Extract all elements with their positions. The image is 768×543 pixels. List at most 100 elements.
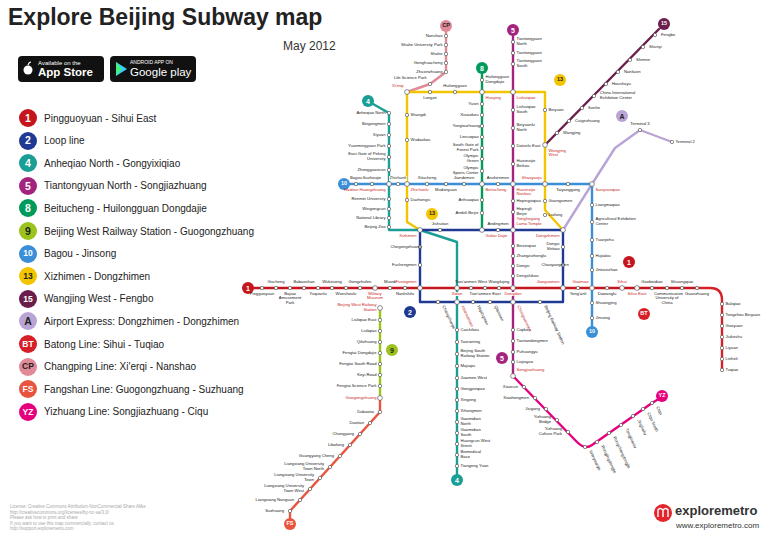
station-dot (455, 431, 458, 434)
station-dot (387, 155, 390, 158)
station-label: Gucheng (268, 280, 285, 285)
station-label: Shuangqiao (671, 280, 693, 285)
station-label: Fuchengmen (392, 263, 416, 268)
station-label: Huangcun West Street (461, 439, 491, 448)
station-dot (580, 106, 583, 109)
line-badge: 9 (386, 344, 398, 356)
station-label: Xiaocun (503, 385, 518, 390)
station-dot (544, 407, 547, 410)
station-label: Zhangzizhonglu (517, 254, 543, 259)
station-label: Gulou Dajie (486, 234, 508, 239)
station-label: Xiyuan (373, 133, 386, 138)
station-label: Dawanglu (598, 292, 617, 297)
station-dot (480, 182, 485, 187)
line-badge: 8 (476, 62, 488, 74)
station-label: Hujialou (596, 254, 611, 259)
station-label: Xi'erqi (392, 84, 404, 89)
fangshan-line (290, 398, 380, 518)
station-dot (543, 213, 546, 216)
station-label: Lincuiqiao (460, 135, 479, 140)
station-label: Beijing West Railway Station (335, 303, 377, 312)
line-badge: 4 (451, 474, 463, 486)
station-dot (511, 108, 514, 111)
station-dot (511, 300, 516, 305)
station-label: Tiantongyuan (517, 51, 542, 56)
station-label: Shaoyaoju (522, 176, 542, 181)
station-label: Wanyuanjie (588, 450, 601, 472)
line-badge: 5 (507, 24, 519, 36)
station-label: Datunlu East (517, 144, 541, 149)
station-dot (561, 263, 564, 266)
station-dot (561, 245, 564, 248)
logo-mark (658, 509, 668, 518)
station-dot (511, 264, 514, 267)
station-label: Chaoyangmen (542, 263, 560, 268)
station-dot (511, 254, 514, 257)
legend-text: Anheqiao North - Gongyixiqiao (44, 158, 180, 169)
station-dot (378, 340, 381, 343)
line-badge: 1 (623, 256, 635, 268)
station-label: Life Science Park (394, 76, 427, 81)
station-label: Gongzhufen (349, 280, 372, 285)
station-label: Ciqu South (646, 412, 659, 433)
station-dot (405, 198, 408, 201)
station-label: Baliqiao (726, 302, 741, 307)
station-label: Beijing Railway Station (543, 305, 565, 346)
station-label: Dengshikou (517, 274, 539, 279)
station-dot (368, 421, 371, 424)
badge-number: 5 (25, 181, 31, 192)
station-label: Yizhuang Bridge (525, 415, 551, 424)
station-label: Hepingmen (476, 305, 489, 326)
station-label: Jinghailu (636, 419, 647, 436)
legend-swatch: 13 (19, 267, 37, 285)
legend-text: Fangshan Line: Guogongzhuang - Suzhuang (44, 384, 244, 395)
station-dot (480, 90, 485, 95)
play-icon-part (116, 62, 122, 76)
station-dot (511, 244, 514, 247)
legend-swatch: BT (19, 335, 37, 353)
station-dot (378, 329, 381, 332)
station-dot (455, 409, 458, 412)
station-dot (641, 407, 644, 410)
station-label: Xuanwumen (460, 305, 474, 328)
station-dot (288, 286, 291, 289)
station-dot (720, 368, 723, 371)
station-label: Tongzhou Beiyuan (726, 313, 760, 318)
legend-text: Loop line (44, 135, 85, 146)
license-note: If you want to use this map commercially… (10, 522, 114, 527)
station-dot (418, 245, 421, 248)
station-dot (555, 131, 558, 134)
station-dot (511, 51, 514, 54)
station-dot (378, 306, 383, 311)
station-label: Nanlishilu (396, 292, 414, 297)
badge-number: BT (640, 311, 647, 317)
station-label: Weigongcun (362, 207, 385, 212)
station-dot (274, 286, 277, 289)
station-label: Caishikou (461, 328, 479, 333)
station-dot (511, 210, 514, 213)
station-dot (444, 61, 447, 64)
station-label: Zhuxinzhuang (416, 70, 442, 75)
badge-number: YZ (658, 393, 665, 399)
station-dot (387, 207, 390, 210)
station-dot (511, 274, 514, 277)
yizhuang-line (513, 376, 657, 447)
badge-number: 4 (455, 477, 459, 484)
station-label: Guogongzhuang (346, 396, 377, 401)
station-label: Zhichunli (389, 176, 408, 181)
station-dot (480, 211, 483, 214)
line-badge: YZ (656, 390, 668, 402)
station-label: Terminal 2 (676, 140, 695, 145)
station-dot (650, 286, 653, 289)
station-dot (497, 286, 500, 289)
station-label: Dongsi (517, 264, 530, 269)
station-dot (260, 286, 263, 289)
station-label: Huilongguan Dongdajie (486, 75, 512, 84)
station-dot (455, 352, 458, 355)
station-label: Fuxingmen (396, 280, 417, 285)
station-label: Tian'anmen East (469, 292, 500, 297)
station-dot (522, 385, 525, 388)
station-label: Taiyanggong (556, 188, 580, 193)
station-dot (604, 82, 607, 85)
station-label: Gonghuacheng (414, 61, 443, 66)
